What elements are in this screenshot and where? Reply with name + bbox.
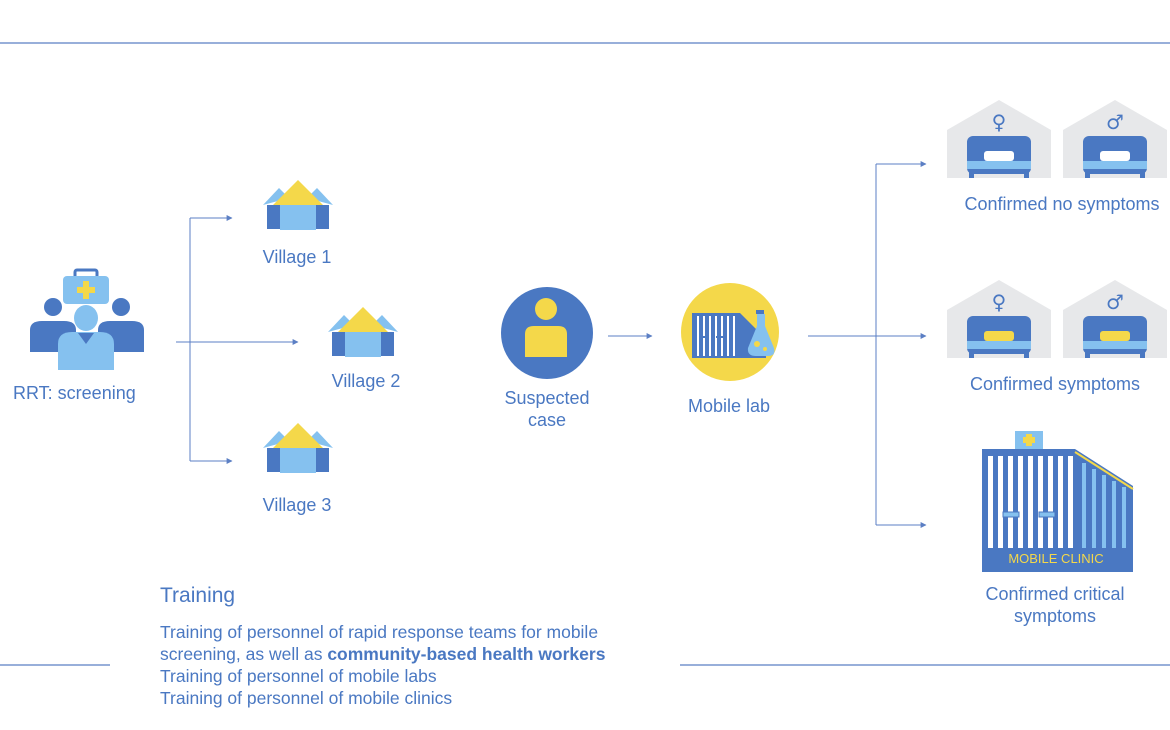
confirmed-critical-line2: symptoms <box>1013 606 1097 626</box>
mobile-clinic-sign: MOBILE CLINIC <box>1008 551 1104 566</box>
confirmed-symptoms-label: Confirmed symptoms <box>969 374 1141 394</box>
svg-text:♂: ♂ <box>1106 290 1124 314</box>
confirmed-no-symptoms-label: Confirmed no symptoms <box>964 194 1160 214</box>
mobile-lab-icon <box>681 283 779 381</box>
training-title: Training <box>160 584 236 607</box>
village2-house-icon <box>328 307 398 357</box>
suspected-case-line1: Suspected <box>504 388 590 408</box>
svg-text:♀: ♀ <box>992 290 1007 314</box>
ward-female-symptoms-icon: ♀ <box>947 280 1051 358</box>
village1-label: Village 1 <box>262 247 332 267</box>
training-line-4: Training of personnel of mobile clinics <box>160 688 453 708</box>
mobile-lab-label: Mobile lab <box>687 396 771 416</box>
ward-male-symptoms-icon: ♂ <box>1063 280 1167 358</box>
training-list: Training of personnel of rapid response … <box>160 621 605 709</box>
svg-text:♂: ♂ <box>1106 110 1124 134</box>
training-line-2-text: screening, as well as <box>160 644 328 664</box>
training-line-1: Training of personnel of rapid response … <box>160 622 599 642</box>
suspected-case-label: Suspected case <box>504 387 589 431</box>
rrt-label: RRT: screening <box>13 383 136 403</box>
connectors-rrt-villages <box>176 215 299 464</box>
ward-female-no-symptoms-icon: ♀ <box>947 100 1051 178</box>
training-line-2: screening, as well as community-based he… <box>160 643 605 665</box>
training-line-3: Training of personnel of mobile labs <box>160 666 437 686</box>
medical-team-icon <box>30 268 144 370</box>
confirmed-critical-line1: Confirmed critical <box>985 584 1125 604</box>
person-icon <box>501 287 593 379</box>
village3-house-icon <box>263 423 333 473</box>
village3-label: Village 3 <box>262 495 332 515</box>
village1-house-icon <box>263 180 333 230</box>
mobile-clinic-icon <box>982 431 1134 572</box>
connectors-lab-outcomes <box>808 161 927 528</box>
confirmed-critical-label: Confirmed critical symptoms <box>985 583 1124 627</box>
ward-male-no-symptoms-icon: ♂ <box>1063 100 1167 178</box>
training-line-2-bold: community-based health workers <box>327 644 606 664</box>
village2-label: Village 2 <box>331 371 401 391</box>
suspected-case-line2: case <box>527 410 567 430</box>
svg-text:♀: ♀ <box>992 110 1007 134</box>
